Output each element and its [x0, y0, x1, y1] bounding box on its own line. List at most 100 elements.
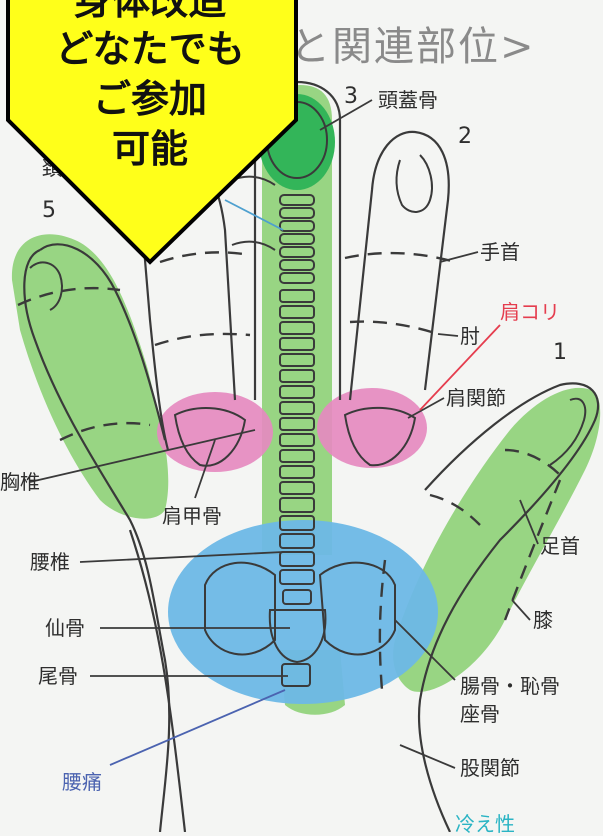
- label-stiff-shoulder: 肩コリ: [500, 300, 560, 324]
- dash-wrist: [159, 251, 251, 264]
- outline-palm-left: [128, 529, 187, 832]
- spine-seg: [279, 369, 315, 383]
- label-hip-joint: 股関節: [460, 756, 520, 780]
- leader-hip: [399, 744, 456, 769]
- spine-seg: [279, 337, 315, 351]
- outline-thumb: [417, 382, 600, 832]
- leader-wrist: [439, 251, 479, 263]
- page-heading: と関連部位>: [290, 24, 536, 70]
- spine-seg: [279, 551, 315, 567]
- label-cold: 冷え性: [455, 812, 515, 836]
- spine-seg: [279, 321, 315, 335]
- label-scapula: 肩甲骨: [162, 504, 222, 528]
- spine-seg: [279, 194, 315, 206]
- spine-seg: [279, 289, 315, 303]
- leg-drawing-thumb: [549, 397, 587, 466]
- leader-ilium: [394, 619, 456, 681]
- spine-seg: [282, 589, 312, 605]
- badge-line-1: 身体改造: [73, 0, 226, 23]
- zone-pelvis: [168, 520, 438, 704]
- sacrum-outline: [268, 609, 327, 664]
- spine-seg: [279, 569, 315, 585]
- label-thoracic: 胸椎: [0, 470, 40, 494]
- zone-thumb-leg: [393, 387, 601, 692]
- leader-lines: [29, 99, 539, 769]
- joint-lines: [17, 251, 562, 691]
- pelvis-outline: [318, 561, 396, 656]
- leader-neck: [224, 199, 284, 231]
- spine-seg: [279, 207, 315, 219]
- label-shoulder-joint: 肩関節: [446, 386, 506, 410]
- dash-thumb-3: [503, 479, 562, 621]
- label-coccyx: 尾骨: [38, 664, 78, 688]
- dash-little-2: [59, 422, 151, 442]
- label-lumbar: 腰椎: [30, 550, 70, 574]
- finger-number-5: 5: [42, 198, 56, 223]
- dash-hip: [378, 559, 387, 691]
- dash-little-1: [17, 286, 121, 307]
- spine-seg: [279, 533, 315, 549]
- zone-scapula-left: [157, 392, 273, 472]
- spine-seg: [279, 305, 315, 319]
- leader-skull: [319, 99, 373, 131]
- spine-seg: [279, 515, 315, 531]
- rib-outline: [231, 240, 276, 251]
- leader-scapula: [194, 439, 216, 499]
- promo-badge: [6, 0, 298, 265]
- dash-thumb-2: [429, 493, 481, 526]
- zone-scapula-right: [317, 388, 427, 468]
- outline-little-finger: [23, 248, 171, 832]
- dash-elbow-left: [154, 332, 251, 347]
- label-skull: 頭蓋骨: [378, 88, 438, 112]
- spine-seg: [279, 449, 315, 463]
- label-back-pain: 腰痛: [62, 770, 102, 794]
- leader-ankle: [519, 499, 539, 545]
- badge-line-2: どなたでも: [55, 27, 245, 71]
- spine-seg: [279, 353, 315, 367]
- spine-seg: [279, 497, 315, 513]
- finger-number-3: 3: [344, 84, 358, 109]
- label-knee: 膝: [533, 608, 553, 632]
- zone-little-finger-arm: [11, 234, 169, 519]
- outline-ring-finger-left: [138, 199, 170, 451]
- label-ankle: 足首: [540, 534, 580, 558]
- spine-seg: [279, 233, 315, 245]
- spine-seg: [279, 272, 315, 284]
- spine-seg: [279, 246, 315, 258]
- finger-number-2: 2: [458, 124, 472, 149]
- spine-seg: [279, 481, 315, 495]
- scapula-outline: [343, 406, 417, 467]
- arm-drawing-index: [395, 154, 433, 213]
- spine-seg: [279, 259, 315, 271]
- label-sacrum: 仙骨: [45, 616, 85, 640]
- label-wrist: 手首: [480, 240, 520, 264]
- arm-drawing-little: [29, 261, 63, 311]
- leader-back-pain: [109, 689, 286, 766]
- dash-thumb-1: [504, 448, 561, 476]
- label-ischium: 座骨: [460, 702, 500, 726]
- badge-line-3: ご参加: [92, 77, 207, 121]
- finger-number-1: 1: [553, 340, 567, 365]
- spine-seg: [279, 401, 315, 415]
- leader-knee: [511, 599, 531, 621]
- leader-stiff-shoulder: [419, 324, 501, 411]
- spine-seg: [279, 465, 315, 479]
- spine-seg: [279, 433, 315, 447]
- leader-elbow: [437, 333, 459, 337]
- coccyx-outline: [281, 663, 311, 687]
- outline-index-finger: [348, 130, 450, 401]
- label-elbow: 肘: [460, 324, 480, 348]
- spine-seg: [279, 385, 315, 399]
- dash-elbow-right: [349, 320, 439, 336]
- spine-seg: [279, 220, 315, 232]
- badge-shape: [6, 0, 298, 265]
- leader-thoracic: [29, 429, 256, 483]
- leader-shoulder-joint: [407, 397, 445, 419]
- badge-line-4: 可能: [111, 127, 188, 171]
- dash-wrist-right: [344, 251, 456, 264]
- pelvis-outline: [204, 561, 276, 656]
- leader-lumbar: [79, 551, 284, 563]
- label-ilium-pubis: 腸骨・恥骨: [460, 674, 560, 698]
- spine-seg: [279, 417, 315, 431]
